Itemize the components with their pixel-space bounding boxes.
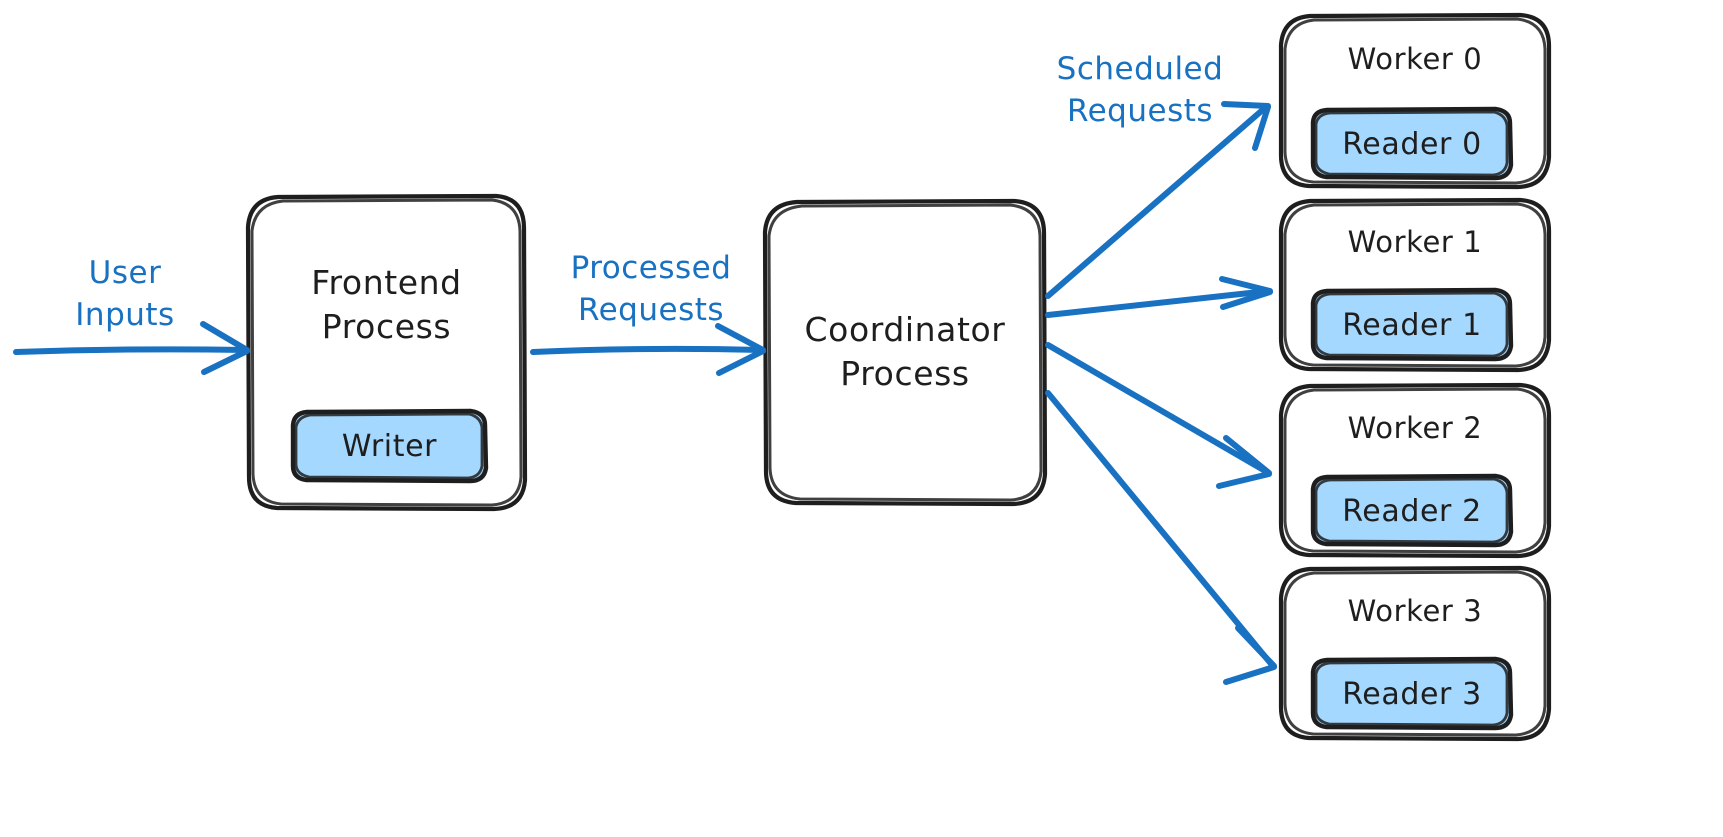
reader-3-chip-shape [1310,656,1514,731]
coordinator-process-box-shape [762,198,1048,507]
writer-chip-shape [290,408,489,484]
reader-2-chip-shape [1310,473,1514,548]
arrow-frontend-to-coordinator [530,323,766,376]
reader-0-chip-shape [1310,106,1514,181]
arrow-coordinator-to-worker-2 [1045,342,1272,489]
arrow-coordinator-to-worker-0 [1045,101,1271,299]
arrow-user-inputs-to-frontend [13,321,250,375]
reader-1-chip-shape [1310,287,1514,362]
arrow-coordinator-to-worker-1 [1045,276,1273,318]
arrow-coordinator-to-worker-3 [1045,390,1277,685]
